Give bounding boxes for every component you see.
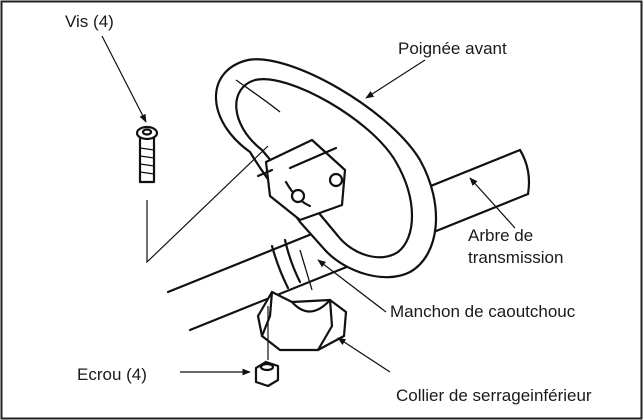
screw-leader: [101, 35, 147, 123]
lower-clamp-label: Collier de serrageinférieur: [396, 386, 592, 405]
screw-guide-line: [146, 145, 269, 264]
lower-clamp-leader: [337, 337, 391, 373]
drive-shaft-leader: [469, 177, 516, 229]
rubber-sleeve-label: Manchon de caoutchouc: [390, 302, 576, 321]
front-handle-leader: [365, 59, 426, 99]
lower-clamp-graphic: [256, 290, 348, 352]
screw-graphic: [135, 125, 159, 184]
nut-label: Ecrou (4): [77, 365, 147, 384]
nut-graphic: [254, 360, 280, 388]
screw-label: Vis (4): [65, 12, 114, 31]
front-handle-label: Poignée avant: [398, 39, 507, 58]
front-handle-graphic: [215, 58, 438, 279]
drive-shaft-label-line1: Arbre de: [468, 226, 533, 245]
drive-shaft-label-line2: transmission: [468, 248, 563, 267]
rubber-sleeve-leader: [317, 259, 387, 313]
